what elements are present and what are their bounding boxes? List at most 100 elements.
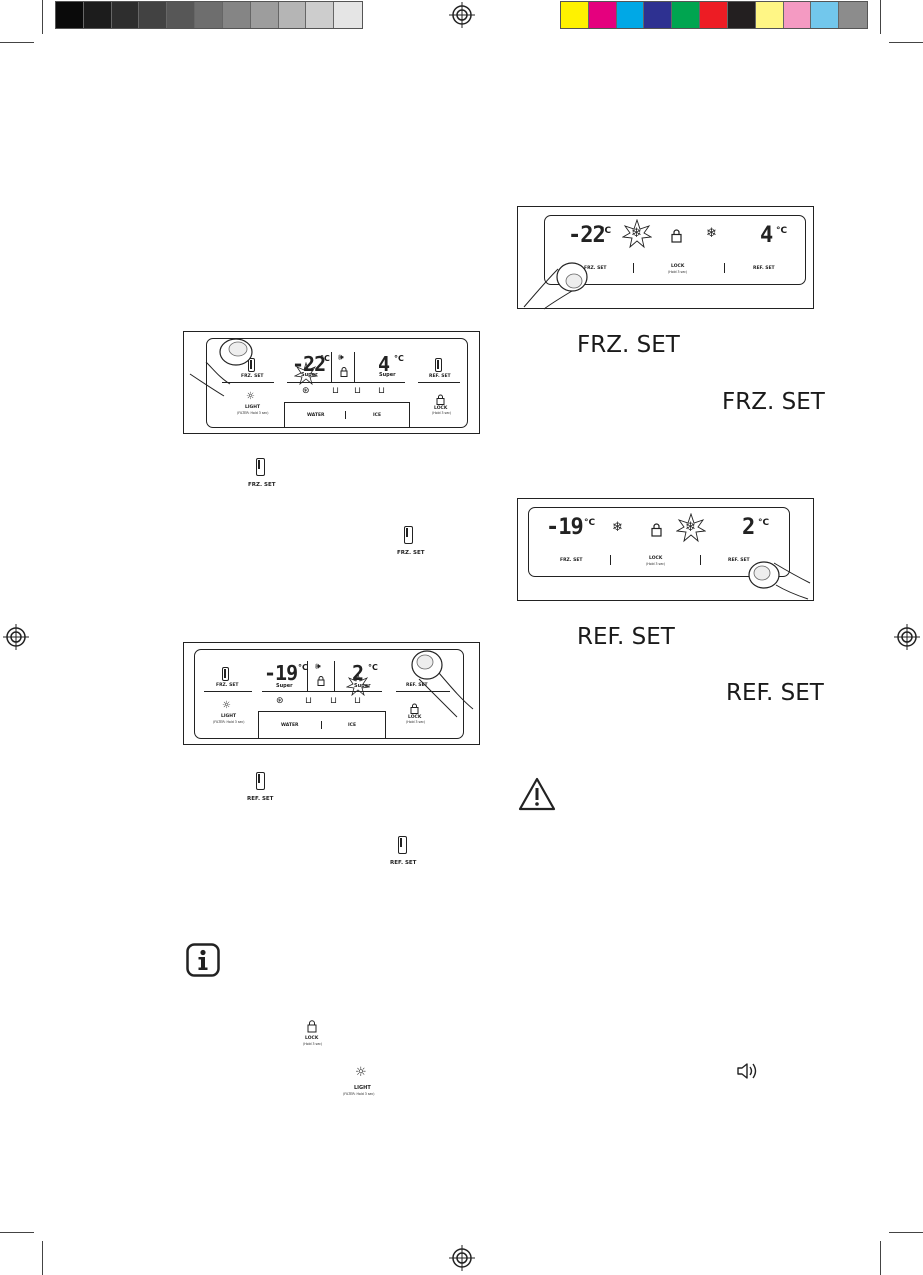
frz-set-button-icon — [248, 358, 255, 372]
crop-mark — [0, 1232, 34, 1233]
color-swatch — [306, 2, 335, 28]
divider — [331, 352, 333, 382]
ref-set-heading: REF. SET — [726, 680, 824, 706]
color-swatch — [755, 2, 784, 28]
speaker-icon: 🕪 — [338, 353, 344, 363]
starburst-highlight-icon — [622, 219, 652, 249]
temperature-unit: °C — [394, 354, 404, 363]
temperature-unit: °C — [320, 354, 330, 363]
speaker-icon — [737, 1063, 757, 1079]
color-swatch — [167, 2, 196, 28]
color-swatch — [334, 2, 362, 28]
lock-label: LOCK — [671, 264, 685, 269]
crop-mark — [42, 1241, 43, 1275]
speaker-icon: 🕪 — [315, 662, 321, 672]
color-swatch — [139, 2, 168, 28]
frz-set-button-icon — [256, 458, 265, 476]
color-swatch — [195, 2, 223, 28]
water-icon: ⊔ — [305, 696, 313, 706]
divider — [418, 382, 460, 383]
freezer-temperature: -22 — [568, 223, 606, 248]
registration-mark-icon — [894, 624, 920, 650]
color-swatch — [644, 2, 673, 28]
crushed-ice-icon: ⊔ — [378, 386, 386, 396]
divider — [354, 352, 356, 382]
frz-set-label: FRZ. SET — [241, 374, 264, 379]
divider — [204, 691, 252, 692]
super-cool-label: Super — [354, 683, 371, 689]
freezer-temperature: -19 — [264, 661, 298, 685]
color-swatch — [727, 2, 756, 28]
starburst-highlight-icon — [294, 362, 318, 386]
super-cool-label: Super — [379, 372, 396, 378]
super-cool-icon: ❄ — [706, 226, 717, 241]
simple-panel-ref-illustration: -19 °C ❄ ❄ 2 °C FRZ. SET LOCK (Hold 3 se… — [517, 498, 814, 601]
starburst-highlight-icon — [676, 513, 706, 543]
color-swatch — [783, 2, 812, 28]
filter-icon: ⊛ — [302, 386, 310, 396]
ref-set-heading: REF. SET — [577, 624, 675, 650]
frz-set-label: FRZ. SET — [397, 550, 425, 556]
ref-set-label: REF. SET — [728, 558, 750, 563]
lock-label: LOCK — [434, 406, 448, 411]
divider — [321, 721, 323, 729]
lock-icon — [340, 367, 348, 377]
light-icon: ☼ — [246, 391, 255, 402]
frz-set-button-icon — [404, 526, 413, 544]
light-hint: (FILTER: Hold 3 sec) — [237, 411, 269, 415]
lock-label: LOCK — [649, 556, 663, 561]
divider — [610, 555, 612, 565]
light-icon: ☼ — [222, 700, 231, 711]
info-icon — [186, 943, 220, 977]
starburst-highlight-icon — [346, 673, 370, 697]
lock-icon — [436, 394, 445, 405]
light-hint: (FILTER: Hold 3 sec) — [213, 720, 245, 724]
divider — [396, 691, 450, 692]
frz-set-button-icon — [222, 667, 229, 681]
finger-pressing-illustration — [523, 262, 588, 310]
divider — [345, 411, 347, 419]
dispenser-selector-box — [284, 402, 410, 428]
crop-mark — [880, 1241, 881, 1275]
ice-cube-icon: ⊔ — [330, 696, 338, 706]
ice-label: ICE — [348, 723, 357, 728]
registration-mark-icon — [449, 2, 475, 28]
divider — [307, 661, 309, 691]
color-swatch — [588, 2, 617, 28]
crop-mark — [880, 0, 881, 34]
super-freeze-icon: ❄ — [612, 520, 623, 535]
water-label: WATER — [281, 723, 299, 728]
ice-label: ICE — [373, 413, 382, 418]
ref-set-label: REF. SET — [429, 374, 451, 379]
light-label: LIGHT — [221, 714, 237, 719]
temperature-unit: °C — [368, 663, 378, 672]
color-swatch — [111, 2, 140, 28]
registration-mark-icon — [449, 1245, 475, 1271]
color-swatch — [672, 2, 701, 28]
freezer-temperature: -19 — [546, 515, 584, 540]
super-freeze-label: Super — [301, 372, 318, 378]
finger-pressing-illustration — [411, 650, 474, 718]
ref-set-label: REF. SET — [247, 796, 274, 802]
color-swatch — [700, 2, 728, 28]
color-swatch — [811, 2, 840, 28]
finger-pressing-illustration — [748, 561, 811, 600]
color-swatch — [83, 2, 112, 28]
crop-mark — [0, 42, 34, 43]
water-label: WATER — [307, 413, 325, 418]
ref-set-button-icon — [256, 772, 265, 790]
fridge-temperature: 2 — [742, 515, 755, 540]
light-hint: (FILTER: Hold 3 sec) — [343, 1092, 375, 1096]
lock-hint: (Hold 3 sec) — [303, 1042, 323, 1046]
ice-cube-icon: ⊔ — [354, 386, 362, 396]
color-swatch — [250, 2, 279, 28]
frz-set-label: FRZ. SET — [560, 558, 583, 563]
registration-mark-icon — [3, 624, 29, 650]
water-icon: ⊔ — [332, 386, 340, 396]
light-icon: ☼ — [355, 1065, 367, 1080]
lock-hint: (Hold 3 sec) — [646, 562, 666, 566]
super-freeze-icon: ❄ — [631, 226, 642, 241]
lock-icon — [307, 1020, 317, 1033]
dispenser-selector-box — [258, 711, 386, 739]
fridge-temperature: 4 — [760, 223, 773, 248]
